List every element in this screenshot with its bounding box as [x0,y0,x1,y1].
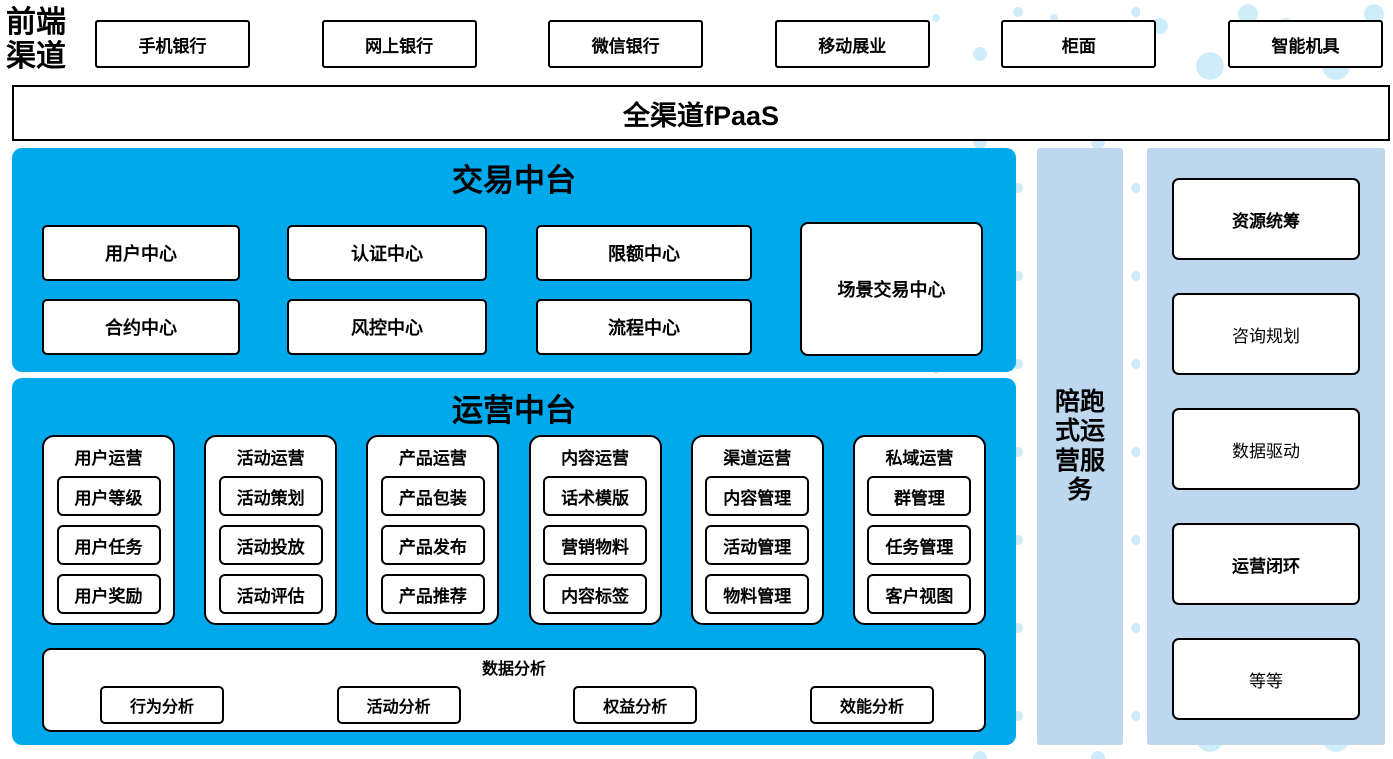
ops-column-product-ops: 产品运营 产品包装 产品发布 产品推荐 [366,435,500,625]
service-box-etc: 等等 [1172,638,1360,720]
data-analysis-title: 数据分析 [481,661,546,678]
ops-column-title: 内容运营 [561,449,630,468]
ops-item: 用户任务 [56,525,161,565]
ops-item: 产品推荐 [380,574,485,614]
front-channels-label: 前端渠道 [6,6,66,74]
analysis-box-efficiency: 效能分析 [809,686,934,724]
trade-box-user-center: 用户中心 [42,225,240,281]
ops-column-title: 私域运营 [885,449,954,468]
ops-column-title: 用户运营 [74,449,143,468]
ops-column-private-domain-ops: 私域运营 群管理 任务管理 客户视图 [852,435,986,625]
ops-item: 任务管理 [867,525,972,565]
channel-box-mobile-banking: 手机银行 [95,20,250,68]
ops-platform-title: 运营中台 [452,393,576,428]
ops-item: 客户视图 [867,574,972,614]
channel-box-online-banking: 网上银行 [321,20,477,68]
ops-item: 活动投放 [218,525,323,565]
analysis-box-rights: 权益分析 [573,686,698,724]
channel-box-counter: 柜面 [1001,20,1157,68]
ops-column-content-ops: 内容运营 话术模版 营销物料 内容标签 [528,435,662,625]
trade-box-contract-center: 合约中心 [42,299,240,355]
trade-box-risk-center: 风控中心 [287,299,487,355]
ops-item: 群管理 [867,476,972,516]
ops-columns-row: 用户运营 用户等级 用户任务 用户奖励 活动运营 活动策划 活动投放 活动评估 … [42,435,986,625]
ops-column-title: 活动运营 [236,449,305,468]
ops-column-title: 渠道运营 [723,449,792,468]
ops-item: 内容标签 [543,574,648,614]
analysis-box-activity: 活动分析 [336,686,461,724]
ops-item: 活动管理 [705,525,810,565]
ops-platform-panel: 运营中台 用户运营 用户等级 用户任务 用户奖励 活动运营 活动策划 活动投放 … [12,378,1016,745]
ops-item: 话术模版 [543,476,648,516]
service-box-consulting: 咨询规划 [1172,293,1360,375]
analysis-box-behavior: 行为分析 [100,686,224,724]
ops-column-activity-ops: 活动运营 活动策划 活动投放 活动评估 [204,435,338,625]
front-channels-row: 手机银行 网上银行 微信银行 移动展业 柜面 智能机具 [95,20,1383,68]
data-analysis-box: 数据分析 行为分析 活动分析 权益分析 效能分析 [42,648,986,732]
trade-box-scenario-trade-center: 场景交易中心 [800,222,983,356]
data-analysis-row: 行为分析 活动分析 权益分析 效能分析 [44,686,984,724]
trade-box-limit-center: 限额中心 [536,225,752,281]
ops-column-channel-ops: 渠道运营 内容管理 活动管理 物料管理 [690,435,824,625]
trade-platform-panel: 交易中台 用户中心 认证中心 限额中心 合约中心 风控中心 流程中心 场景交易中… [12,148,1016,372]
ops-item: 产品发布 [380,525,485,565]
ops-item: 内容管理 [705,476,810,516]
accompany-service-label: 陪跑式运营服务 [1054,387,1105,505]
channel-box-wechat-banking: 微信银行 [548,20,704,68]
channel-box-mobile-sales: 移动展业 [774,20,930,68]
ops-column-user-ops: 用户运营 用户等级 用户任务 用户奖励 [42,435,175,625]
ops-item: 营销物料 [543,525,648,565]
channel-box-smart-devices: 智能机具 [1227,20,1383,68]
service-box-ops-closed-loop: 运营闭环 [1172,523,1360,605]
ops-item: 用户等级 [56,476,161,516]
trade-box-process-center: 流程中心 [536,299,752,355]
service-box-resource-planning: 资源统筹 [1172,178,1360,260]
trade-platform-title: 交易中台 [452,163,576,198]
ops-item: 用户奖励 [56,574,161,614]
accompany-service-column: 陪跑式运营服务 [1037,148,1123,745]
service-items-column: 资源统筹 咨询规划 数据驱动 运营闭环 等等 [1147,148,1385,745]
ops-column-title: 产品运营 [398,449,467,468]
ops-item: 物料管理 [705,574,810,614]
ops-item: 活动评估 [218,574,323,614]
fpaas-bar: 全渠道fPaaS [12,85,1390,141]
ops-item: 产品包装 [380,476,485,516]
trade-box-auth-center: 认证中心 [287,225,487,281]
ops-item: 活动策划 [218,476,323,516]
service-box-data-driven: 数据驱动 [1172,408,1360,490]
